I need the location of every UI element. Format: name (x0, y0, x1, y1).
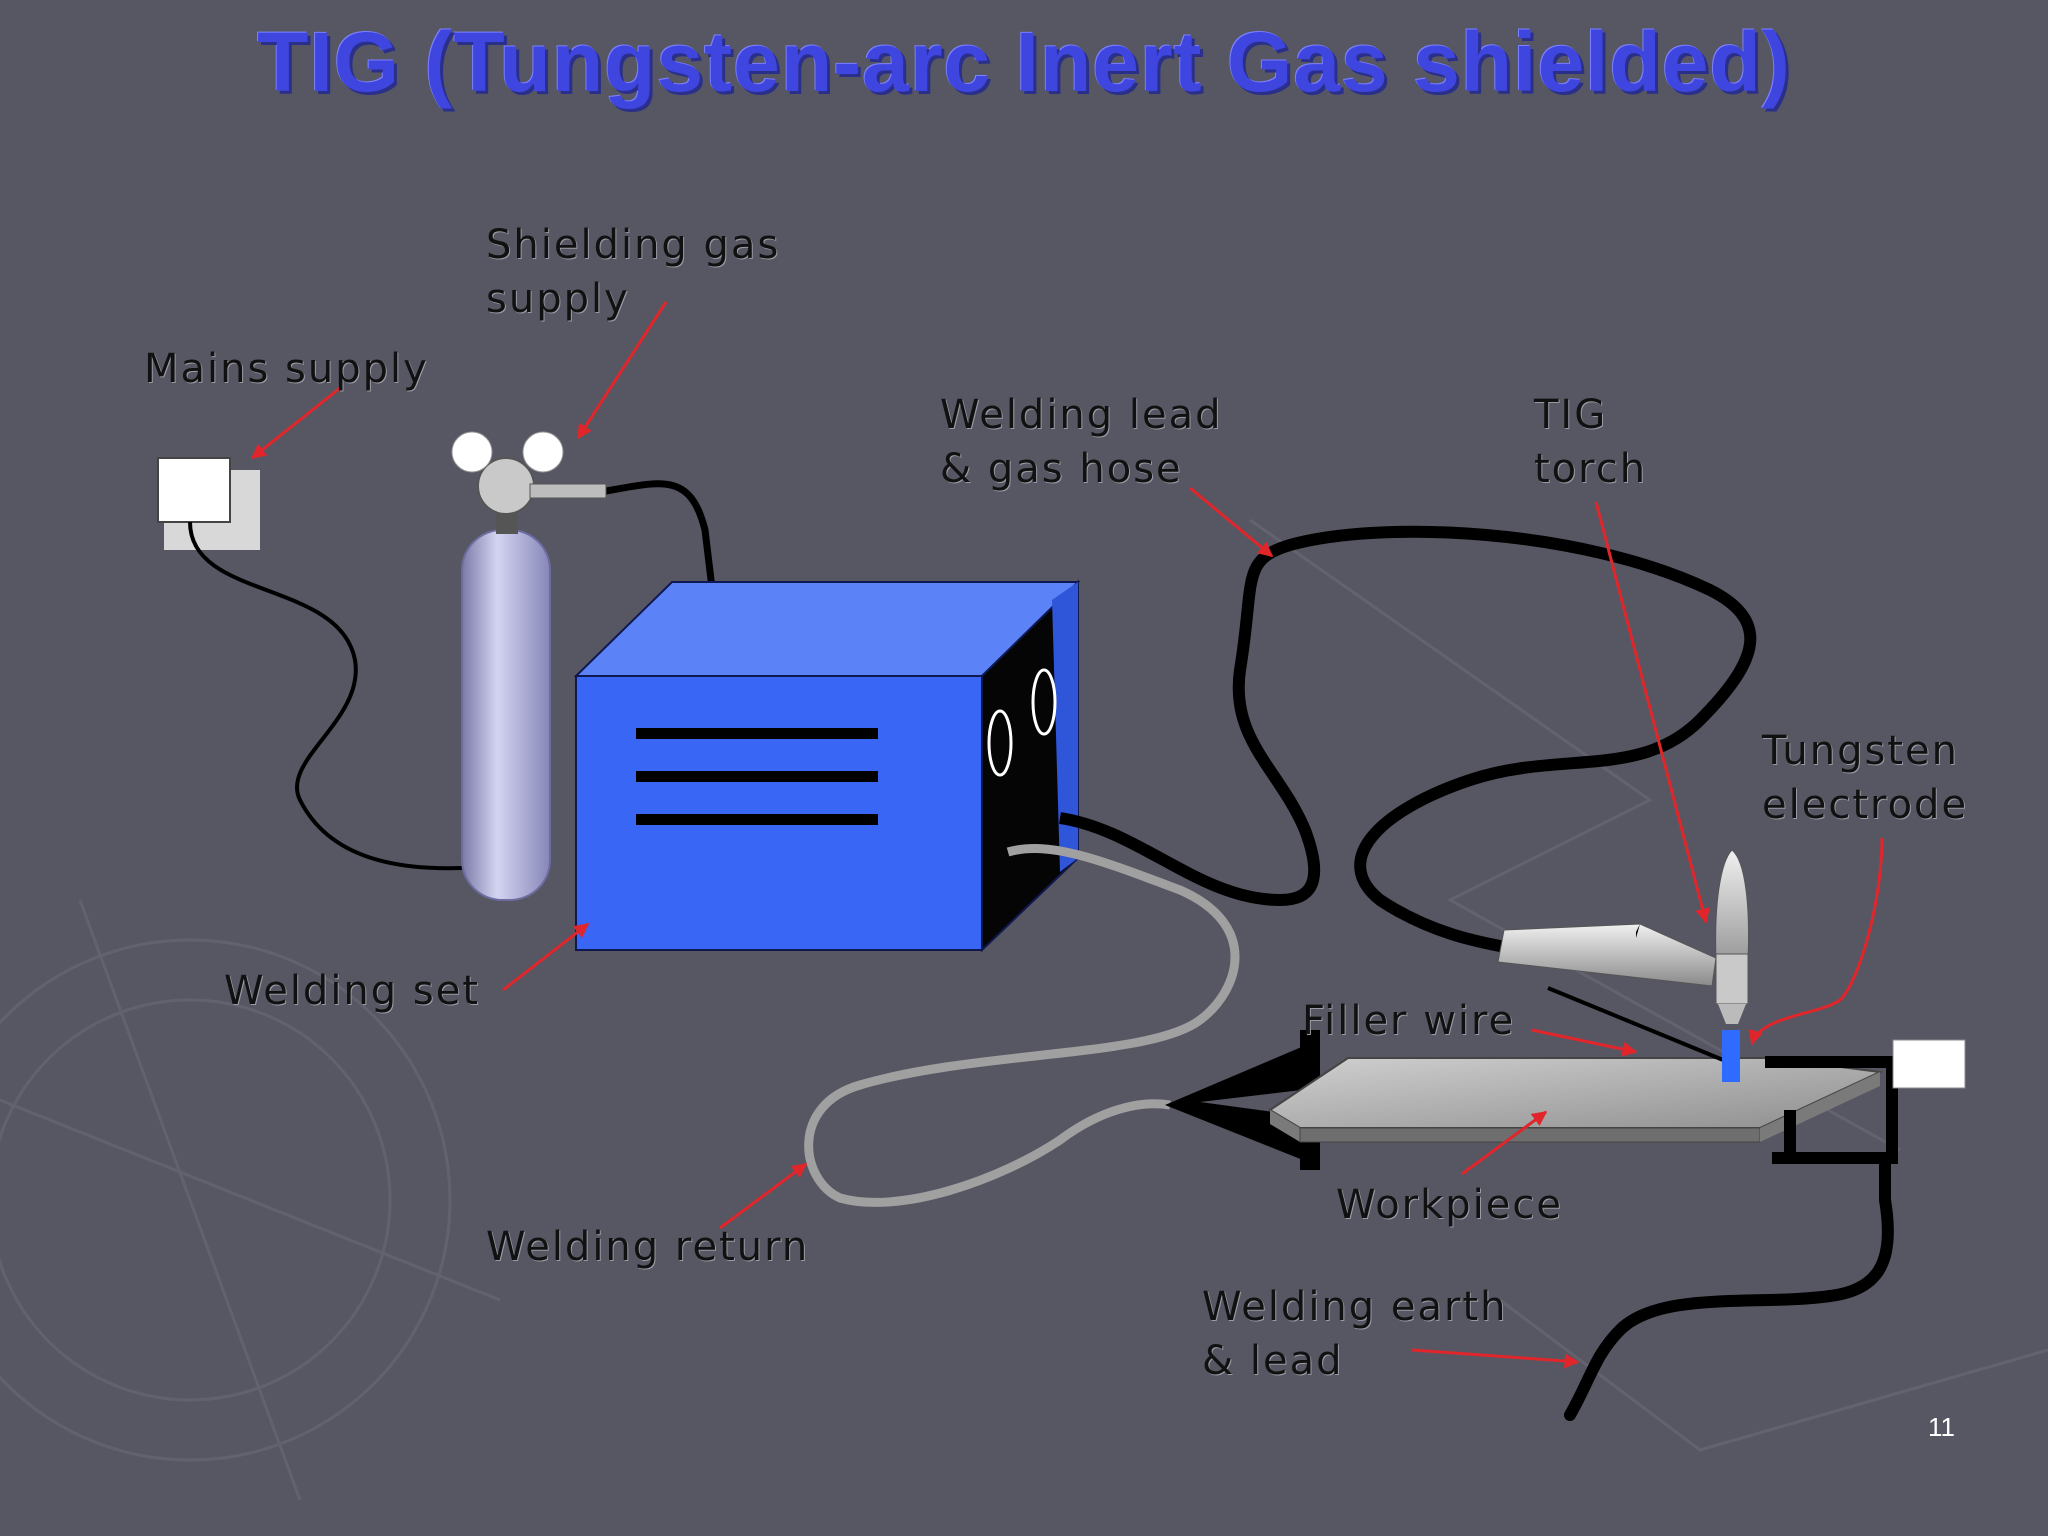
arrow-welding-lead (1189, 486, 1274, 558)
arrow-mains-supply (250, 386, 341, 460)
arrow-tig-torch (1594, 501, 1710, 924)
earth-clamp-icon (1765, 1039, 1966, 1164)
page-number: 11 (1928, 1412, 1955, 1442)
arrow-tungsten-electrode (1748, 837, 1884, 1046)
arrow-welding-earth (1411, 1348, 1580, 1369)
label-tungsten-electrode: Tungsten electrode (1762, 728, 1969, 828)
label-workpiece: Workpiece (1336, 1182, 1564, 1228)
label-filler-wire: Filler wire (1302, 998, 1516, 1044)
mains-socket-icon (157, 457, 260, 550)
arrow-filler-wire (1531, 1028, 1638, 1057)
welding-set-icon (573, 579, 1081, 953)
gas-cylinder-icon (451, 431, 607, 901)
arrow-welding-set (502, 922, 590, 992)
label-welding-return: Welding return (486, 1224, 810, 1270)
mains-cable (188, 521, 463, 871)
label-tig-torch: TIG torch (1534, 392, 1648, 492)
pointer-arrows (250, 301, 1884, 1369)
welding-return-cable (804, 843, 1240, 1207)
arrow-workpiece (1461, 1110, 1548, 1176)
label-welding-lead-gas-hose: Welding lead & gas hose (940, 392, 1223, 492)
label-welding-set: Welding set (224, 968, 481, 1014)
tungsten-arc (1722, 1030, 1740, 1082)
label-mains-supply: Mains supply (144, 346, 429, 392)
slide-title: TIG (Tungsten-arc Inert Gas shielded) (257, 15, 1791, 109)
gas-hose (599, 480, 716, 589)
arrow-shielding-gas (576, 301, 668, 440)
label-welding-earth-lead: Welding earth & lead (1202, 1284, 1508, 1384)
filler-wire (1547, 986, 1729, 1064)
label-shielding-gas-supply: Shielding gas supply (486, 222, 781, 322)
arrow-welding-return (719, 1162, 808, 1230)
welding-lead-gas-hose (1059, 525, 1757, 956)
tig-torch-icon (1497, 849, 1749, 1024)
welding-earth-lead (1564, 1154, 1894, 1421)
